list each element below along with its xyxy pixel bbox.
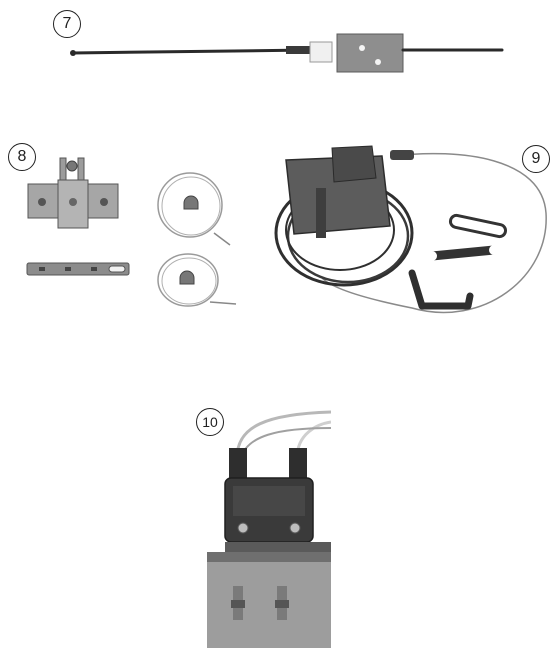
callout-8: 8 [8,143,36,171]
callout-7: 7 [53,10,81,38]
callout-10: 10 [196,408,224,436]
mounting-bracket-image [20,150,130,235]
connector-photo-image [207,406,331,648]
callout-9-label: 9 [531,150,541,167]
release-handle-kit-image [272,138,551,338]
slotted-strap-image [25,258,135,280]
antenna-cable-assembly-image [60,26,510,80]
callout-7-label: 7 [62,15,72,32]
coiled-wire-1-image [150,165,235,250]
callout-10-label: 10 [202,414,218,430]
callout-8-label: 8 [17,148,27,165]
callout-9: 9 [522,145,550,173]
coiled-wire-2-image [150,248,240,314]
